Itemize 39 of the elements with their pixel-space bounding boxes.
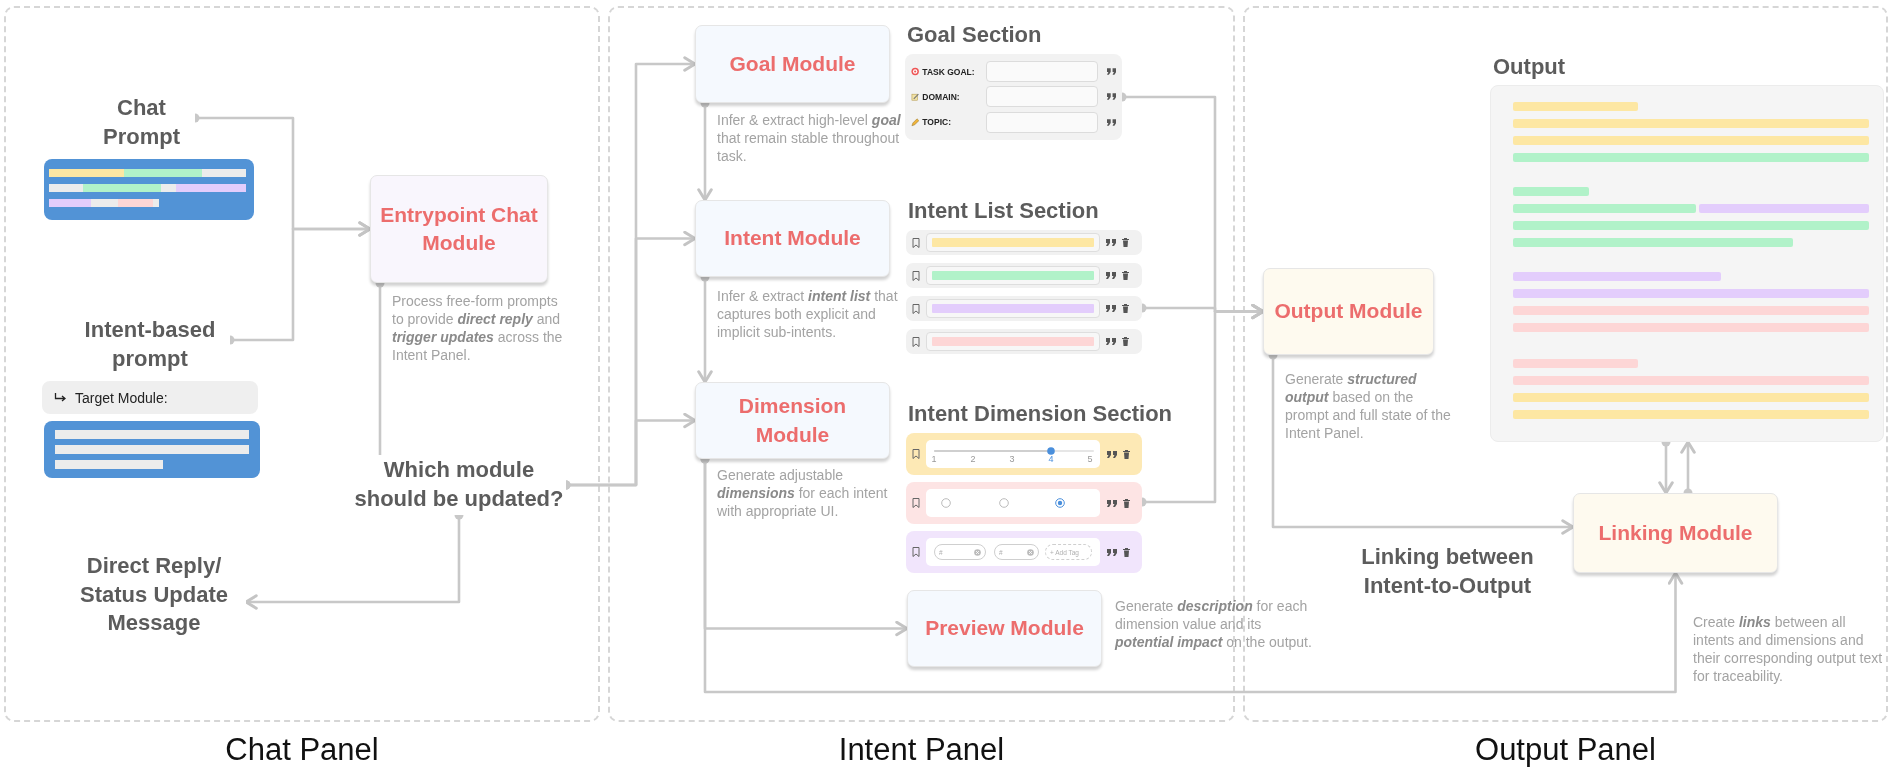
module-box — [907, 590, 1102, 667]
description-text: Process free-form prompts to provide direct reply and trigger updates across the Intent Panel. — [392, 292, 564, 364]
description-text: Generate description for each dimension value and its potential impact on the output. — [1115, 597, 1313, 651]
tick-label: 2 — [970, 455, 976, 464]
module-title: Entrypoint Chat Module — [379, 201, 539, 256]
description-text: Infer & extract high-level goal that remain stable throughout task. — [717, 111, 902, 165]
description-text: Generate adjustable dimensions for each intent with appropriate UI. — [717, 466, 889, 520]
module-box — [695, 382, 890, 459]
tick-label: 5 — [1087, 455, 1093, 464]
module-box — [695, 200, 890, 277]
panel-title: Intent Panel — [837, 732, 1006, 768]
module-box — [1263, 268, 1434, 355]
target-module-bar — [42, 381, 258, 414]
field-label: DOMAIN: — [922, 92, 961, 102]
field-label: TASK GOAL: — [922, 66, 976, 77]
module-title: Linking Module — [1598, 519, 1753, 546]
section-heading: Output — [1493, 54, 1566, 80]
description-text: Generate structured output based on the prompt and full state of the Intent Panel. — [1285, 370, 1452, 442]
section-heading: Intent List Section — [908, 198, 1099, 224]
module-title: Output Module — [1274, 298, 1423, 325]
description-text: Infer & extract intent list that captures both explicit and implicit sub-intents. — [717, 287, 899, 341]
module-title: Intent Module — [724, 225, 861, 252]
field-label: TOPIC: — [922, 117, 952, 128]
module-box — [1573, 493, 1778, 573]
module-box — [695, 25, 890, 103]
tick-label: 1 — [931, 455, 937, 464]
tag-text: Target Module: — [75, 389, 168, 406]
module-title: Goal Module — [729, 50, 856, 77]
section-heading: Intent Dimension Section — [908, 401, 1173, 427]
tick-label: 4 — [1048, 455, 1054, 464]
section-heading: Goal Section — [907, 22, 1042, 48]
tick-label: 3 — [1009, 455, 1015, 464]
description-text: Create links between all intents and dimensions and their corresponding output text for traceability. — [1693, 613, 1884, 685]
module-box — [370, 175, 548, 283]
panel-title: Output Panel — [1474, 732, 1657, 768]
module-title: Preview Module — [925, 615, 1084, 642]
module-title: Dimension Module — [737, 393, 848, 448]
panel-title: Chat Panel — [224, 732, 380, 768]
annotation-text: Linking between Intent-to-Output — [1360, 543, 1535, 600]
